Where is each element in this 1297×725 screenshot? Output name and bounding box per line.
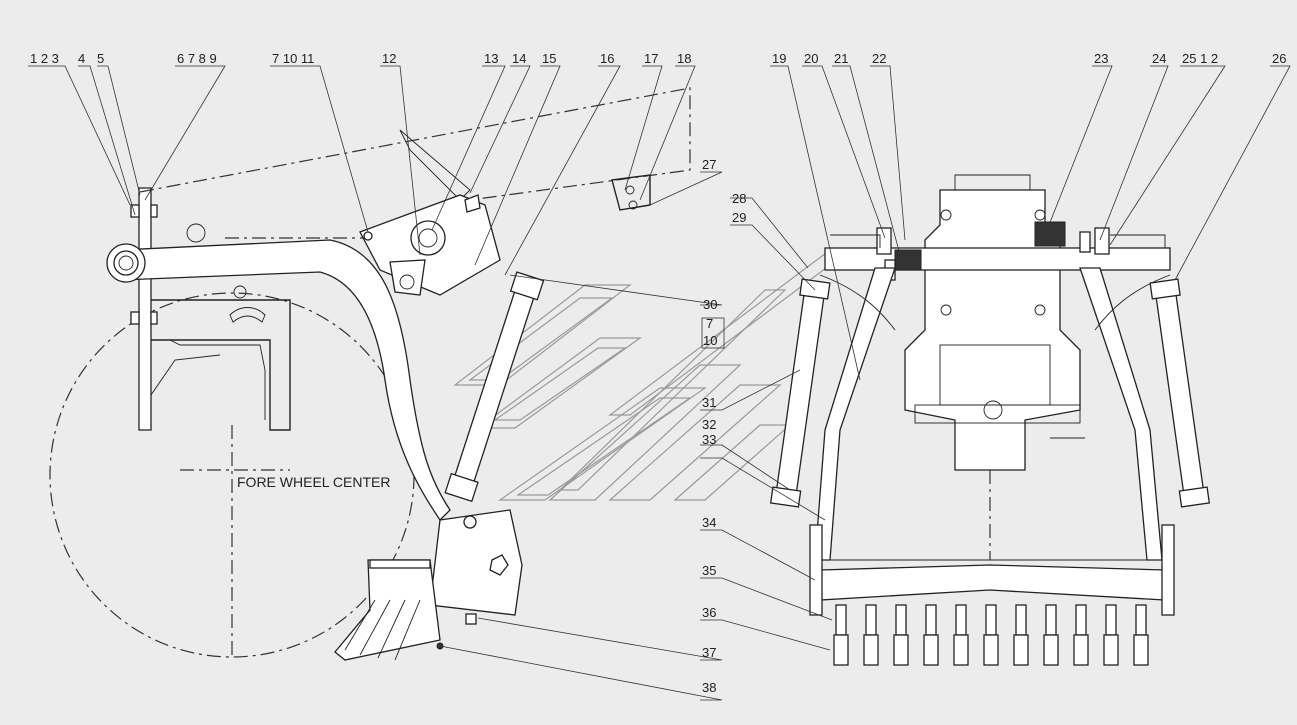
callout-7-10-11: 7 10 11 [272, 51, 314, 66]
callout-labels: 1 2 3 4 5 6 7 8 9 7 10 11 12 13 14 15 16… [30, 51, 1286, 695]
callout-21: 21 [834, 51, 848, 66]
callout-35: 35 [702, 563, 716, 578]
callout-29: 29 [732, 210, 746, 225]
mounting-plate [138, 187, 152, 431]
callout-15: 15 [542, 51, 556, 66]
callout-24: 24 [1152, 51, 1166, 66]
bucket-bracket [429, 509, 523, 616]
right-hydraulic-cylinder [1149, 278, 1211, 508]
callout-30: 30 [703, 297, 717, 312]
callout-25-1-2: 25 1 2 [1182, 51, 1218, 66]
callout-31: 31 [702, 395, 716, 410]
front-view [769, 174, 1211, 666]
callout-14: 14 [512, 51, 526, 66]
callout-28: 28 [732, 191, 746, 206]
callout-19: 19 [772, 51, 786, 66]
side-view: FORE WHEEL CENTER [49, 87, 691, 661]
callout-26: 26 [1272, 51, 1286, 66]
callout-30-10: 10 [703, 333, 717, 348]
left-hydraulic-cylinder [769, 278, 831, 508]
right-frame-arm [1079, 267, 1163, 561]
callout-18: 18 [677, 51, 691, 66]
left-frame-arm [814, 267, 896, 561]
hydraulic-cylinder-side [444, 271, 545, 503]
callout-36: 36 [702, 605, 716, 620]
fore-wheel-center-label: FORE WHEEL CENTER [237, 474, 391, 490]
watermark-logo [453, 249, 852, 501]
callout-5: 5 [97, 51, 104, 66]
callout-4: 4 [78, 51, 85, 66]
callout-38: 38 [702, 680, 716, 695]
bucket-beam [819, 564, 1166, 601]
callout-27: 27 [702, 157, 716, 172]
callout-12: 12 [382, 51, 396, 66]
callout-32: 32 [702, 417, 716, 432]
boom-arm [119, 239, 451, 522]
callout-34: 34 [702, 515, 716, 530]
callout-22: 22 [872, 51, 886, 66]
callout-20: 20 [804, 51, 818, 66]
callout-23: 23 [1094, 51, 1108, 66]
callout-30-7: 7 [706, 316, 713, 331]
callout-16: 16 [600, 51, 614, 66]
callout-37: 37 [702, 645, 716, 660]
callout-13: 13 [484, 51, 498, 66]
bucket-teeth-front [833, 604, 1149, 666]
leader-lines [28, 65, 1291, 701]
callout-17: 17 [644, 51, 658, 66]
callout-1-2-3: 1 2 3 [30, 51, 59, 66]
bucket-teeth-side [334, 559, 441, 661]
callout-6-7-8-9: 6 7 8 9 [177, 51, 217, 66]
callout-33: 33 [702, 432, 716, 447]
